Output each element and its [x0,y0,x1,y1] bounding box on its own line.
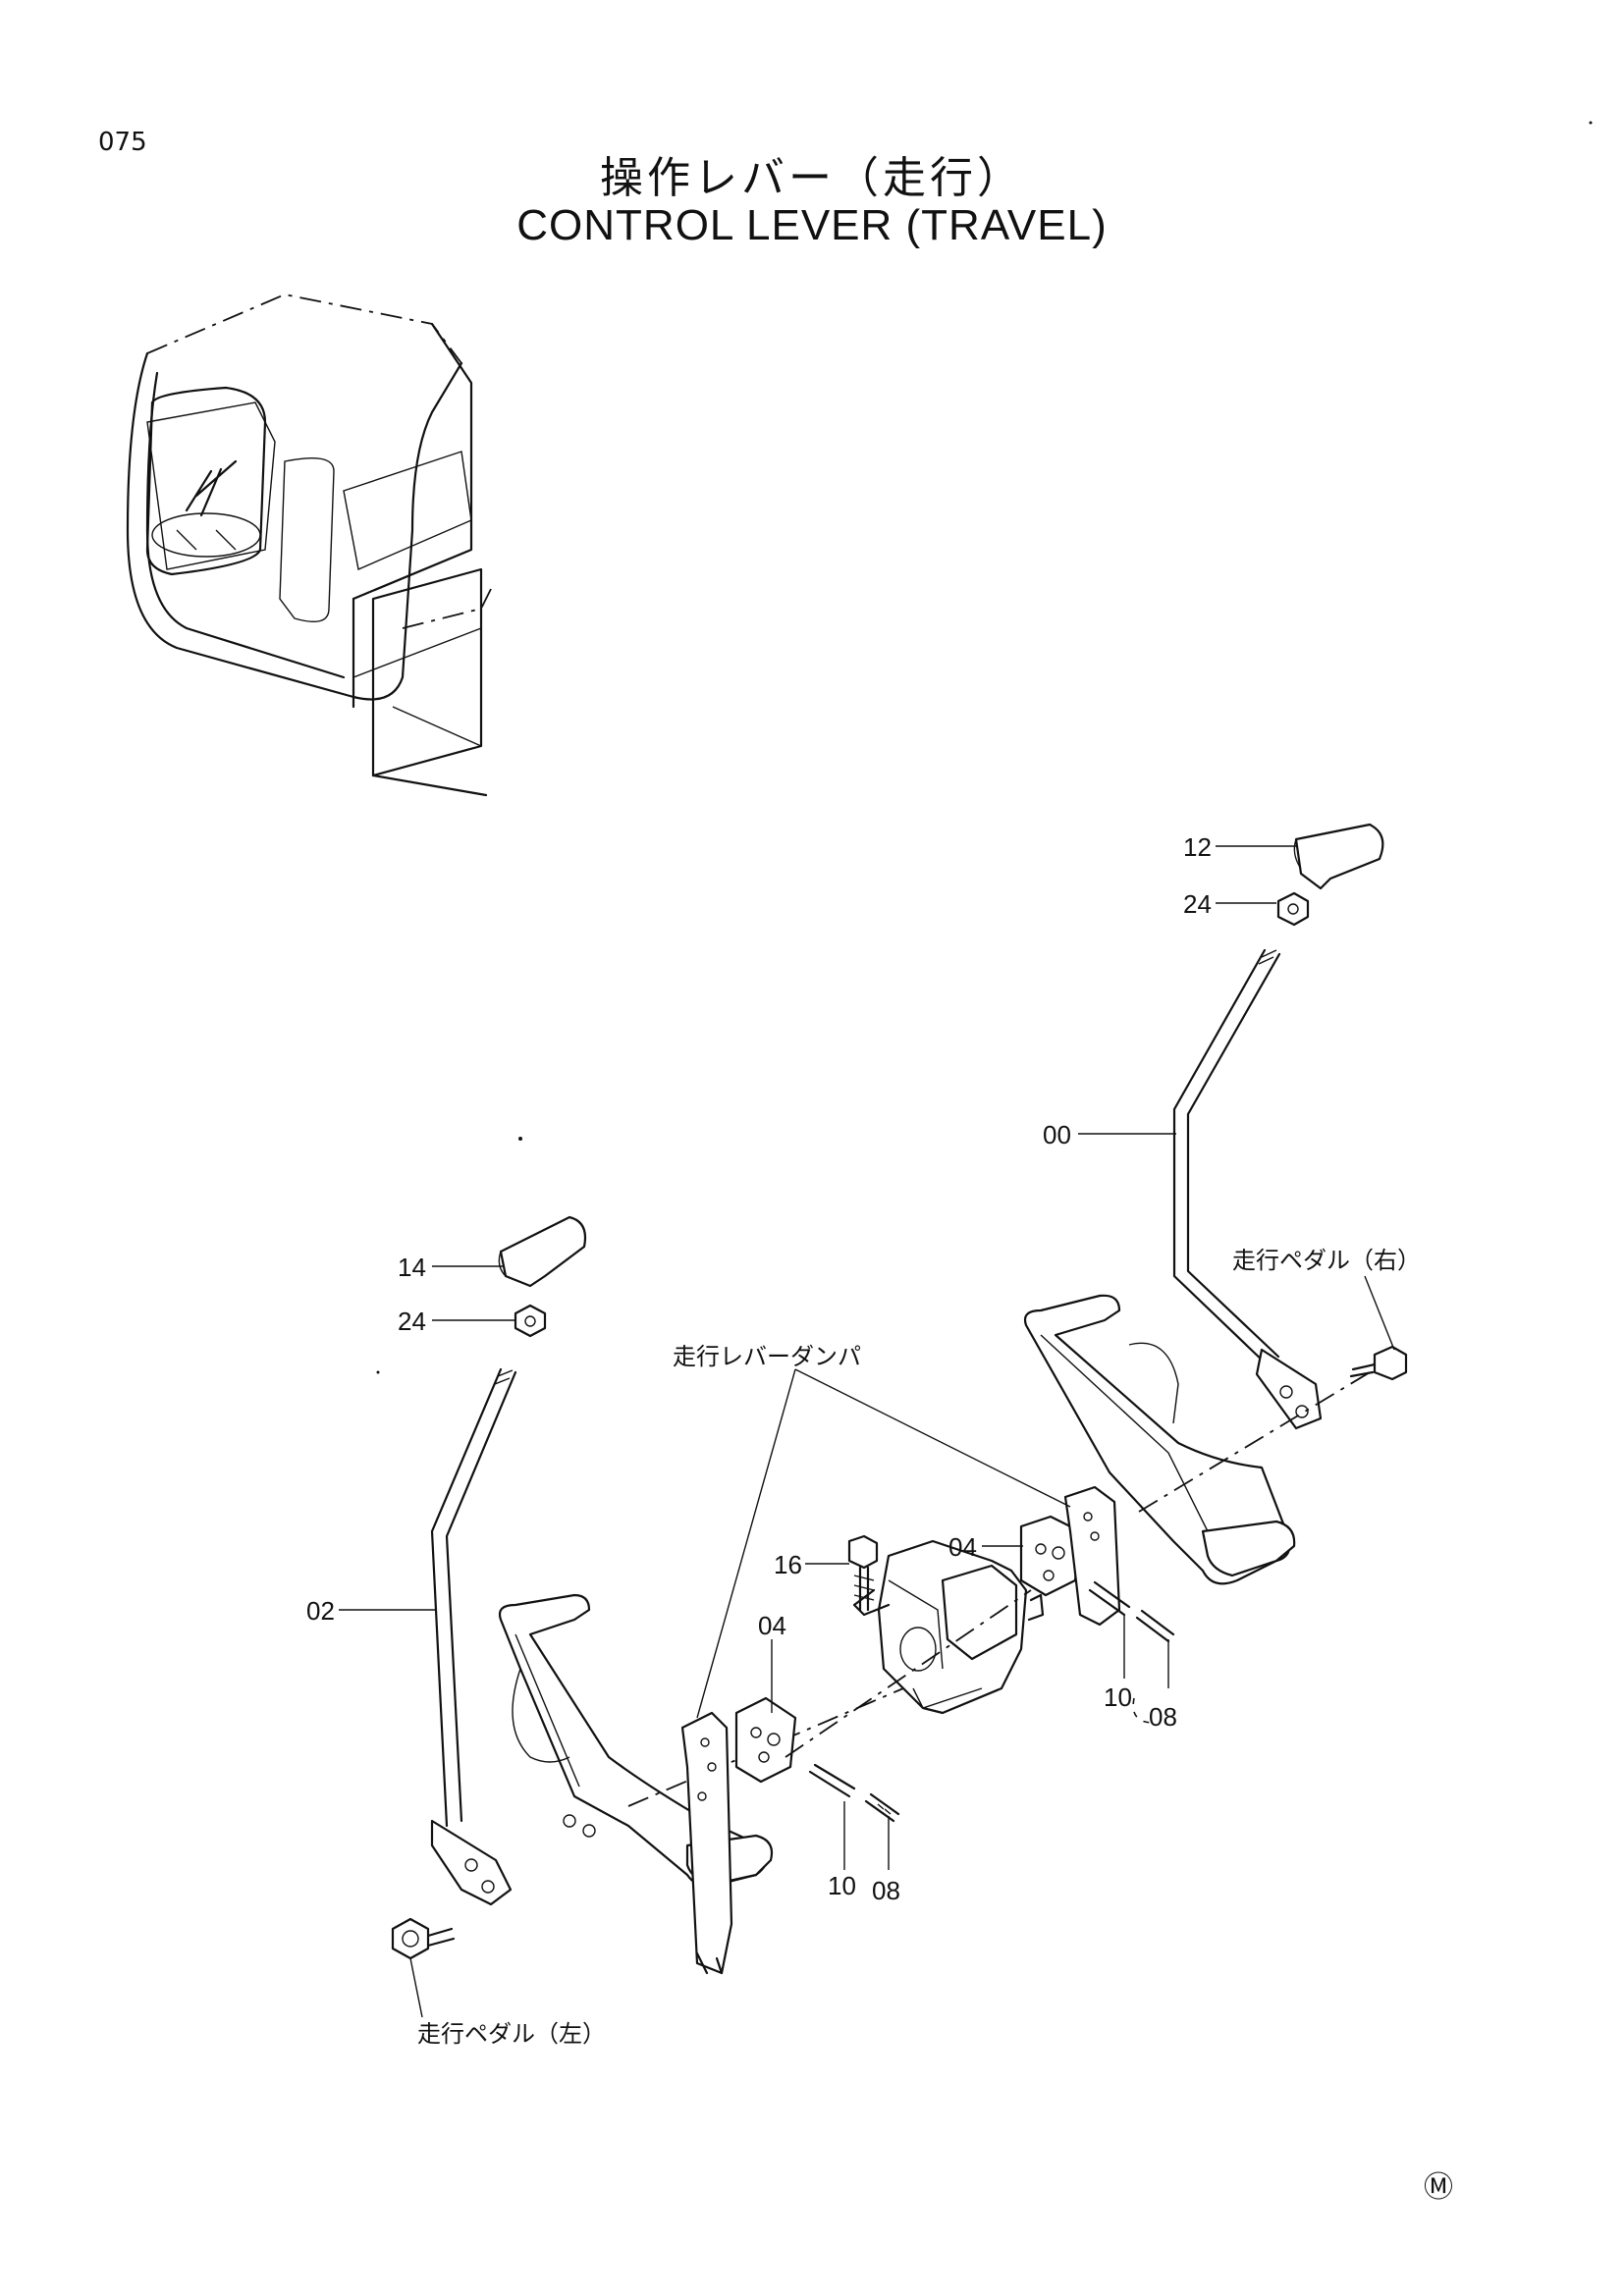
callout-02: 02 [306,1596,335,1626]
callout-labels: 12 24 00 14 24 02 16 04 04 10 08 10 08 [306,832,1212,1905]
callout-00: 00 [1043,1120,1071,1149]
callout-16: 16 [774,1550,802,1579]
callout-04-left: 04 [758,1611,786,1640]
damper-assembly [680,1485,1175,1975]
title-japanese: 操作レバー（走行） [600,153,1024,203]
note-pedal-left: 走行ペダル（左） [417,2020,606,2048]
cab-overview [126,294,492,797]
callout-10-left: 10 [828,1871,856,1900]
note-pedal-right: 走行ペダル（右） [1232,1247,1421,1274]
callout-04-right: 04 [948,1532,977,1562]
callout-08-right: 08 [1149,1702,1177,1732]
scan-specks [376,121,1593,1374]
maker-mark: Ⓜ [1424,2171,1453,2204]
callout-14: 14 [398,1253,426,1282]
callout-10-right: 10 [1104,1682,1132,1712]
callout-08-left: 08 [872,1876,900,1905]
callout-12: 12 [1183,832,1212,862]
right-lever [1023,823,1408,1585]
page-number: 075 [98,128,147,157]
left-lever [391,1215,904,1960]
callout-24-left: 24 [398,1307,426,1336]
callout-24: 24 [1183,889,1212,919]
note-labels: 走行ペダル（右） 走行ペダル（左） 走行レバーダンパ [417,1247,1421,2048]
note-damper: 走行レバーダンパ [673,1343,861,1370]
leader-lines [339,845,1395,2018]
title-english: CONTROL LEVER (TRAVEL) [516,201,1108,249]
